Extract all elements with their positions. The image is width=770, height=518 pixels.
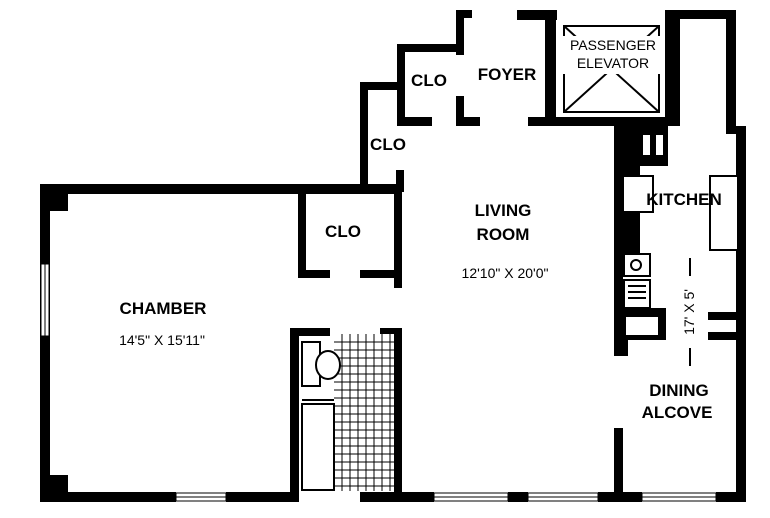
foyer-wall-left-top bbox=[456, 10, 464, 55]
foyer-wall-bottom bbox=[456, 117, 480, 126]
elevator-label-bg bbox=[563, 36, 663, 74]
label-living-2: ROOM bbox=[477, 225, 530, 244]
kitchen-counter bbox=[622, 175, 654, 213]
label-chamber-dim: 14'5" X 15'11" bbox=[119, 332, 205, 348]
bathtub bbox=[301, 403, 335, 491]
clo-ch-wall-left bbox=[298, 184, 306, 278]
label-kitchen: KITCHEN bbox=[646, 190, 722, 209]
right-counter-2 bbox=[708, 332, 744, 340]
label-dining-dim: 17' X 5' bbox=[681, 289, 697, 335]
wall-chamber-top bbox=[40, 184, 402, 194]
kitchen-fixtures bbox=[622, 133, 739, 337]
kitchen-cab-inner bbox=[624, 315, 660, 337]
fridge-slot-1 bbox=[641, 133, 652, 157]
toilet-bowl bbox=[315, 350, 341, 380]
clo-mid-wall-top bbox=[360, 82, 405, 90]
label-clo-top: CLO bbox=[411, 71, 447, 90]
clo-mid-jamb bbox=[396, 170, 404, 192]
clo-ch-wall-right bbox=[394, 184, 402, 288]
label-chamber: CHAMBER bbox=[120, 299, 207, 318]
sink bbox=[623, 279, 651, 309]
wall-top-right bbox=[680, 10, 736, 19]
label-dining-1: DINING bbox=[649, 381, 709, 400]
dining-wall-stub bbox=[614, 428, 623, 502]
clo-ch-wall-bottom-l bbox=[298, 270, 330, 278]
label-elevator-2: ELEVATOR bbox=[577, 55, 649, 71]
wall-bottom-2 bbox=[226, 492, 296, 502]
label-living-1: LIVING bbox=[475, 201, 532, 220]
wall-bottom-1 bbox=[40, 492, 176, 502]
bath-wall-top bbox=[290, 328, 330, 336]
elevator-wall-left bbox=[545, 10, 556, 126]
bath-wall-top-r bbox=[380, 328, 402, 336]
label-clo-chamber: CLO bbox=[325, 222, 361, 241]
clo-ch-wall-bottom-r bbox=[360, 270, 402, 278]
clo-top-wall-right bbox=[456, 96, 464, 126]
elevator-wall-bottom bbox=[528, 117, 680, 126]
label-clo-mid: CLO bbox=[370, 135, 406, 154]
bath-wall-left bbox=[290, 328, 299, 502]
right-counter-1 bbox=[708, 312, 744, 320]
bathroom-fixtures bbox=[301, 334, 394, 491]
windows bbox=[40, 263, 717, 502]
kitchen-right-counter bbox=[709, 175, 739, 251]
fridge-slot-2 bbox=[654, 133, 665, 157]
clo-top-wall-bottom bbox=[397, 117, 432, 126]
label-foyer: FOYER bbox=[478, 65, 537, 84]
clo-mid-wall-left bbox=[360, 82, 368, 192]
label-living-dim: 12'10" X 20'0" bbox=[462, 265, 549, 281]
wall-chamber-left bbox=[40, 184, 50, 502]
labels: FOYER PASSENGER ELEVATOR CLO CLO CLO KIT… bbox=[119, 37, 722, 422]
bath-wall-right bbox=[394, 328, 402, 502]
wall-bottom-6 bbox=[716, 492, 746, 502]
wall-right-upper bbox=[726, 10, 736, 134]
elevator-wall-right bbox=[665, 10, 680, 126]
label-dining-2: ALCOVE bbox=[642, 403, 713, 422]
kitchen-base bbox=[614, 340, 628, 356]
stove-burner bbox=[630, 259, 642, 271]
elevator-wall-top bbox=[517, 10, 557, 20]
chamber-corner-top bbox=[40, 184, 68, 211]
clo-top-wall-top bbox=[397, 44, 464, 52]
label-elevator-1: PASSENGER bbox=[570, 37, 656, 53]
wall-bottom-4 bbox=[508, 492, 528, 502]
